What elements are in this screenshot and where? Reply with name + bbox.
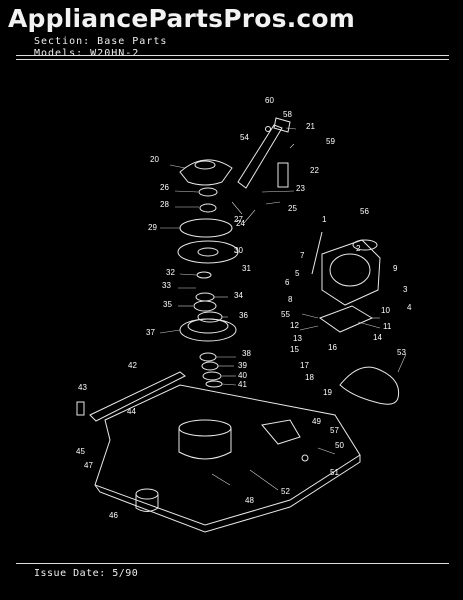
issue-date: Issue Date: 5/90	[34, 568, 139, 579]
callout-38: 38	[242, 349, 251, 358]
header-rule-bottom	[16, 59, 449, 60]
part-57	[261, 419, 301, 445]
callout-35: 35	[163, 300, 172, 309]
callout-2: 2	[356, 244, 361, 253]
callout-30: 30	[234, 246, 243, 255]
part-10-plate	[318, 305, 374, 333]
base-plate	[94, 384, 361, 526]
callout-31: 31	[242, 264, 251, 273]
part-2	[329, 253, 371, 287]
callout-41: 41	[238, 380, 247, 389]
section-title: Section: Base Parts	[34, 36, 168, 47]
callout-4: 4	[407, 303, 412, 312]
callout-11: 11	[383, 322, 392, 331]
part-40	[202, 371, 222, 381]
drive-tube-top	[178, 419, 232, 437]
part-58	[273, 117, 291, 133]
callout-15: 15	[290, 345, 299, 354]
callout-7: 7	[300, 251, 305, 260]
part-30	[177, 240, 239, 264]
callout-40: 40	[238, 371, 247, 380]
watermark: AppliancePartsPros.com	[8, 4, 356, 33]
callout-17: 17	[300, 361, 309, 370]
callout-56: 56	[360, 207, 369, 216]
callout-1: 1	[322, 215, 327, 224]
callout-43: 43	[78, 383, 87, 392]
header-rule-top	[16, 55, 449, 56]
part-54-bracket	[237, 124, 283, 189]
callout-54: 54	[240, 133, 249, 142]
callout-25: 25	[288, 204, 297, 213]
callout-12: 12	[290, 321, 299, 330]
callout-24: 24	[236, 219, 245, 228]
part-43	[76, 401, 85, 416]
callout-28: 28	[160, 200, 169, 209]
callout-27: 27	[234, 215, 243, 224]
part-46	[135, 488, 159, 500]
callout-39: 39	[238, 361, 247, 370]
callout-32: 32	[166, 268, 175, 277]
callout-44: 44	[127, 407, 136, 416]
callout-19: 19	[323, 388, 332, 397]
callout-34: 34	[234, 291, 243, 300]
callout-36: 36	[239, 311, 248, 320]
callout-23: 23	[296, 184, 305, 193]
part-53-belt	[339, 366, 400, 405]
callout-42: 42	[128, 361, 137, 370]
part-28	[199, 203, 217, 213]
part-42-lever	[89, 371, 186, 422]
part-34	[195, 292, 215, 302]
callout-18: 18	[305, 373, 314, 382]
part-22	[277, 162, 289, 188]
callout-53: 53	[397, 348, 406, 357]
callout-5: 5	[295, 269, 300, 278]
callout-14: 14	[373, 333, 382, 342]
callout-33: 33	[162, 281, 171, 290]
callout-16: 16	[328, 343, 337, 352]
callout-45: 45	[76, 447, 85, 456]
part-60	[265, 126, 271, 132]
callout-57: 57	[330, 426, 339, 435]
callout-52: 52	[281, 487, 290, 496]
callout-49: 49	[312, 417, 321, 426]
callout-6: 6	[285, 278, 290, 287]
part-1	[311, 231, 323, 275]
callout-46: 46	[109, 511, 118, 520]
callout-9: 9	[393, 264, 398, 273]
callout-48: 48	[245, 496, 254, 505]
callout-22: 22	[310, 166, 319, 175]
part-20-cone	[179, 159, 233, 186]
part-29	[179, 218, 233, 238]
part-32	[196, 271, 212, 279]
part-41	[205, 380, 223, 388]
callout-26: 26	[160, 183, 169, 192]
callout-8: 8	[288, 295, 293, 304]
callout-50: 50	[335, 441, 344, 450]
footer-rule	[16, 563, 449, 564]
callout-10: 10	[381, 306, 390, 315]
callout-55: 55	[281, 310, 290, 319]
callout-29: 29	[148, 223, 157, 232]
model-number: Models: W20HN-2	[34, 48, 140, 59]
callout-58: 58	[283, 110, 292, 119]
part-35	[193, 300, 217, 312]
callout-59: 59	[326, 137, 335, 146]
callout-13: 13	[293, 334, 302, 343]
drive-tube-body	[178, 428, 232, 460]
callout-60: 60	[265, 96, 274, 105]
callout-20: 20	[150, 155, 159, 164]
callout-37: 37	[146, 328, 155, 337]
callout-51: 51	[330, 468, 339, 477]
callout-21: 21	[306, 122, 315, 131]
part-38	[199, 352, 217, 362]
callout-3: 3	[403, 285, 408, 294]
part-26	[198, 187, 218, 197]
callout-47: 47	[84, 461, 93, 470]
part-39	[201, 361, 219, 371]
base-plate-edge	[94, 455, 361, 533]
